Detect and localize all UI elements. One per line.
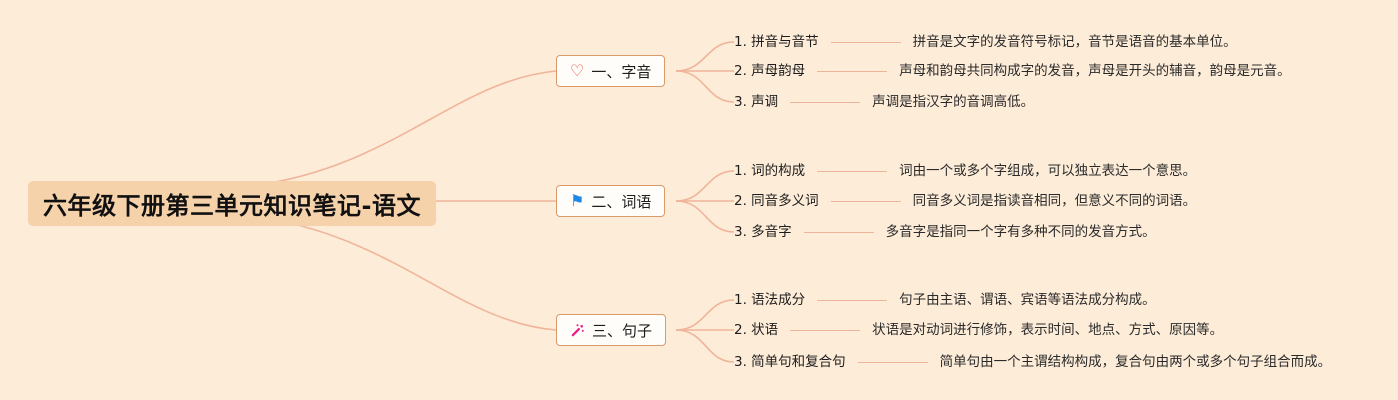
subtopic-desc[interactable]: 词由一个或多个字组成，可以独立表达一个意思。 xyxy=(899,163,1197,179)
subtopic-label[interactable]: 1. 词的构成 xyxy=(734,163,806,179)
subtopic-connector xyxy=(817,70,888,72)
subtopic-label[interactable]: 2. 同音多义词 xyxy=(734,193,819,209)
branch-node-ciyu[interactable]: ⚑ 二、词语 xyxy=(556,185,666,217)
subtopic-row: 2. 同音多义词 同音多义词是指读音相同，但意义不同的词语。 xyxy=(734,191,1196,211)
subtopic-row: 1. 语法成分 句子由主语、谓语、宾语等语法成分构成。 xyxy=(734,290,1156,310)
subtopic-label[interactable]: 1. 语法成分 xyxy=(734,292,806,308)
subtopic-desc[interactable]: 多音字是指同一个字有多种不同的发音方式。 xyxy=(885,224,1156,240)
branch-label: 一、字音 xyxy=(591,62,652,81)
subtopic-row: 2. 状语 状语是对动词进行修饰，表示时间、地点、方式、原因等。 xyxy=(734,320,1223,340)
subtopic-desc[interactable]: 拼音是文字的发音符号标记，音节是语音的基本单位。 xyxy=(912,34,1237,50)
subtopic-label[interactable]: 3. 多音字 xyxy=(734,224,792,240)
subtopic-connector xyxy=(830,41,901,43)
subtopic-connector xyxy=(857,361,928,363)
subtopic-row: 3. 声调 声调是指汉字的音调高低。 xyxy=(734,92,1034,112)
connector xyxy=(675,170,735,202)
branch-label: 三、句子 xyxy=(592,321,653,340)
central-topic[interactable]: 六年级下册第三单元知识笔记-语文 xyxy=(28,181,436,226)
subtopic-row: 3. 多音字 多音字是指同一个字有多种不同的发音方式。 xyxy=(734,222,1156,242)
subtopic-desc[interactable]: 同音多义词是指读音相同，但意义不同的词语。 xyxy=(912,193,1197,209)
subtopic-connector xyxy=(790,101,861,103)
subtopic-label[interactable]: 3. 简单句和复合句 xyxy=(734,354,846,370)
subtopic-desc[interactable]: 声调是指汉字的音调高低。 xyxy=(872,94,1035,110)
subtopic-row: 3. 简单句和复合句 简单句由一个主谓结构构成，复合句由两个或多个句子组合而成。 xyxy=(734,352,1331,372)
subtopic-connector xyxy=(803,231,874,233)
subtopic-label[interactable]: 1. 拼音与音节 xyxy=(734,34,819,50)
connector xyxy=(269,218,557,331)
connector xyxy=(675,200,735,233)
subtopic-connector xyxy=(790,329,861,331)
subtopic-label[interactable]: 2. 声母韵母 xyxy=(734,63,806,79)
subtopic-connector xyxy=(830,200,901,202)
flag-icon: ⚑ xyxy=(570,191,585,210)
subtopic-row: 1. 拼音与音节 拼音是文字的发音符号标记，音节是语音的基本单位。 xyxy=(734,32,1237,52)
subtopic-connector xyxy=(817,299,888,301)
branch-label: 二、词语 xyxy=(591,192,652,211)
connector xyxy=(675,70,735,103)
subtopic-desc[interactable]: 简单句由一个主谓结构构成，复合句由两个或多个句子组合而成。 xyxy=(939,354,1332,370)
branch-node-juzi[interactable]: 三、句子 xyxy=(556,314,667,346)
subtopic-desc[interactable]: 状语是对动词进行修饰，表示时间、地点、方式、原因等。 xyxy=(872,322,1224,338)
wand-icon xyxy=(570,323,585,338)
branch-node-ziyin[interactable]: ♡ 一、字音 xyxy=(556,55,666,87)
connector xyxy=(675,41,735,72)
subtopic-desc[interactable]: 声母和韵母共同构成字的发音，声母是开头的辅音，韵母是元音。 xyxy=(899,63,1291,79)
heart-icon: ♡ xyxy=(570,61,585,80)
subtopic-label[interactable]: 3. 声调 xyxy=(734,94,779,110)
subtopic-desc[interactable]: 句子由主语、谓语、宾语等语法成分构成。 xyxy=(899,292,1156,308)
connector xyxy=(675,299,735,331)
subtopic-label[interactable]: 2. 状语 xyxy=(734,322,779,338)
connector xyxy=(675,329,735,363)
connector xyxy=(269,70,557,184)
subtopic-row: 1. 词的构成 词由一个或多个字组成，可以独立表达一个意思。 xyxy=(734,161,1196,181)
subtopic-connector xyxy=(817,170,888,172)
subtopic-row: 2. 声母韵母 声母和韵母共同构成字的发音，声母是开头的辅音，韵母是元音。 xyxy=(734,61,1291,81)
